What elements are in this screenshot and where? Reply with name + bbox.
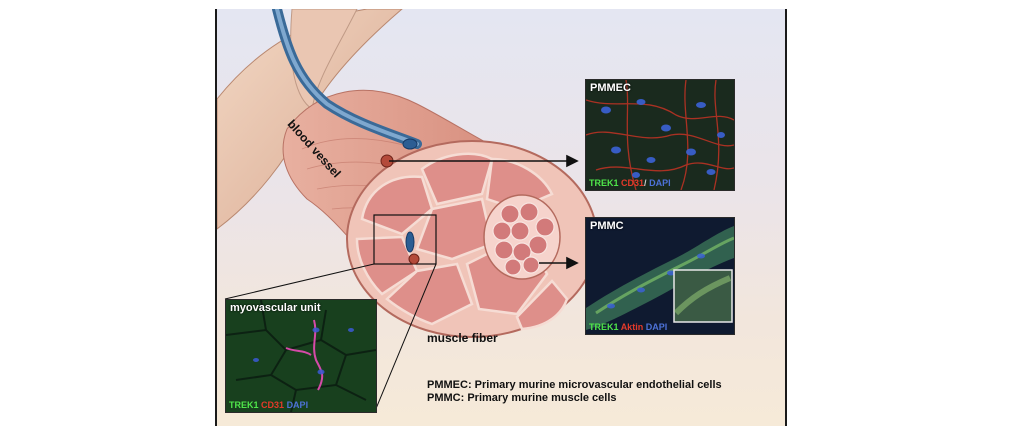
legend-line-pmmec: PMMEC: Primary murine microvascular endo… bbox=[427, 379, 722, 391]
myovascular-unit-micrograph: myovascular unit TREK1 CD31 DAPI bbox=[225, 299, 377, 413]
myovascular-stain-label: TREK1 CD31 DAPI bbox=[229, 400, 309, 410]
pmmc-micrograph: PMMC TREK1 Aktin DAPI bbox=[585, 217, 735, 335]
pmmc-title: PMMC bbox=[590, 220, 624, 232]
arrows bbox=[389, 154, 579, 270]
muscle-anatomy-illustration bbox=[217, 9, 598, 412]
pmmec-micrograph: PMMEC TREK1 CD31/ DAPI bbox=[585, 79, 735, 191]
myovascular-region-box bbox=[373, 214, 437, 265]
abbreviation-legend: PMMEC: Primary murine microvascular endo… bbox=[427, 379, 722, 405]
zoom-lines bbox=[224, 263, 437, 412]
pmmec-title: PMMEC bbox=[590, 82, 631, 94]
figure: blood vessel muscle fiber PMMEC bbox=[215, 9, 787, 426]
pmmc-image bbox=[586, 218, 734, 334]
pmmec-image bbox=[586, 80, 734, 190]
pmmec-stain-label: TREK1 CD31/ DAPI bbox=[589, 178, 671, 188]
muscle-fiber-label: muscle fiber bbox=[427, 331, 498, 345]
pmmc-stain-label: TREK1 Aktin DAPI bbox=[589, 322, 668, 332]
myovascular-title: myovascular unit bbox=[230, 302, 321, 314]
legend-line-pmmc: PMMC: Primary murine muscle cells bbox=[427, 392, 617, 404]
muscle-fibers bbox=[492, 202, 555, 276]
myovascular-image bbox=[226, 300, 376, 412]
